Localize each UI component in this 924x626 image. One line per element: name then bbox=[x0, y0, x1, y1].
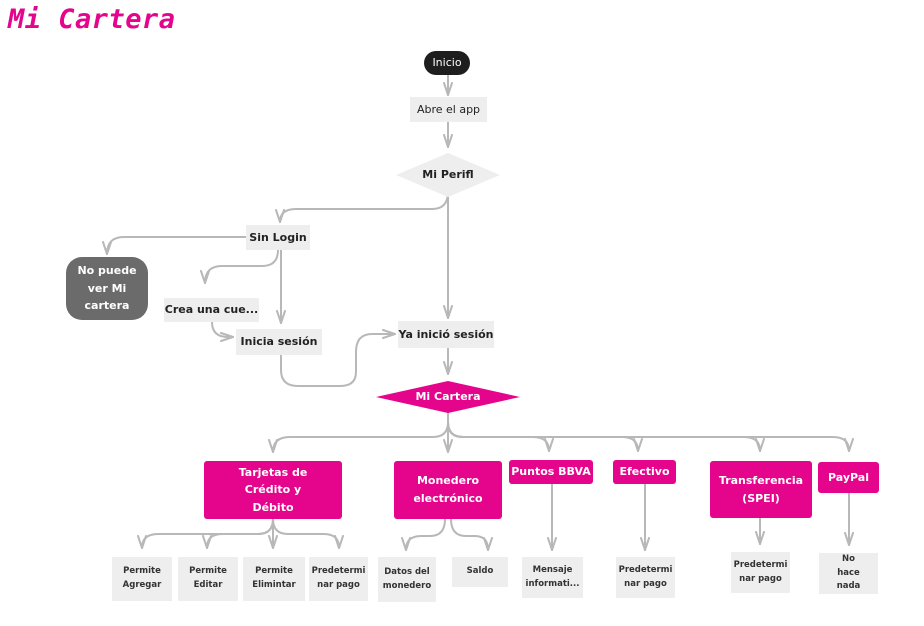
category-tarjetas: Tarjetas de Crédito y Débito bbox=[204, 461, 342, 519]
category-transferencia: Transferencia (SPEI) bbox=[710, 461, 812, 518]
node-crea-una-cuenta: Crea una cue... bbox=[164, 298, 259, 322]
edge-cartera-puntos bbox=[447, 411, 554, 452]
diamond-mi-cartera bbox=[376, 381, 520, 413]
edge-sinlogin-crea bbox=[200, 249, 279, 284]
edge-tarjetas-editar bbox=[202, 518, 274, 549]
leaf-permite-agregar: Permite Agregar bbox=[112, 557, 172, 601]
category-paypal: PayPal bbox=[818, 462, 879, 493]
edge-cartera-spei bbox=[447, 411, 765, 452]
leaf-predeterminar-pago-spei: Predetermi nar pago bbox=[731, 552, 790, 593]
leaf-permite-eliminar: Permite Elimintar bbox=[243, 557, 305, 601]
leaf-datos-del-monedero: Datos del monedero bbox=[378, 557, 436, 602]
edge-monedero-saldo bbox=[450, 518, 493, 551]
edge-cartera-efectivo bbox=[447, 411, 643, 452]
edge-sinlogin-nopuede bbox=[102, 236, 247, 255]
node-inicia-sesion: Inicia sesión bbox=[236, 329, 322, 355]
node-sin-login: Sin Login bbox=[246, 225, 310, 250]
mi-perfil-decision-label: Mi Perifl bbox=[422, 168, 474, 182]
category-monedero: Monedero electrónico bbox=[394, 461, 502, 519]
edge-perfil-sinlogin bbox=[275, 191, 449, 223]
leaf-permite-editar: Permite Editar bbox=[178, 557, 238, 601]
edge-inicia-yainicio bbox=[280, 329, 396, 387]
page-title: Mi Cartera bbox=[8, 4, 176, 35]
start-node-inicio: Inicio bbox=[424, 51, 470, 75]
leaf-predeterminar-pago-efectivo: Predetermi nar pago bbox=[616, 557, 675, 598]
mi-cartera-decision-label: Mi Cartera bbox=[415, 390, 481, 404]
node-no-puede-ver: No puede ver Mi cartera bbox=[66, 257, 148, 320]
leaf-mensaje-informativo: Mensaje informati... bbox=[522, 557, 583, 598]
edge-cartera-tarjetas bbox=[268, 411, 449, 453]
edge-monedero-datos bbox=[401, 518, 446, 551]
edge-crea-inicia bbox=[211, 321, 234, 342]
node-ya-inicio-sesion: Ya inició sesión bbox=[398, 321, 494, 348]
category-efectivo: Efectivo bbox=[613, 460, 676, 484]
category-puntos-bbva: Puntos BBVA bbox=[509, 460, 593, 484]
diamond-mi-perfil bbox=[396, 153, 500, 197]
leaf-saldo: Saldo bbox=[452, 557, 508, 587]
edge-cartera-paypal bbox=[447, 411, 854, 452]
leaf-predeterminar-pago-tarjetas: Predetermi nar pago bbox=[309, 557, 368, 601]
edge-tarjetas-predet bbox=[272, 518, 344, 549]
node-abre-el-app: Abre el app bbox=[410, 97, 487, 122]
leaf-no-hace-nada: No hace nada bbox=[819, 553, 878, 594]
